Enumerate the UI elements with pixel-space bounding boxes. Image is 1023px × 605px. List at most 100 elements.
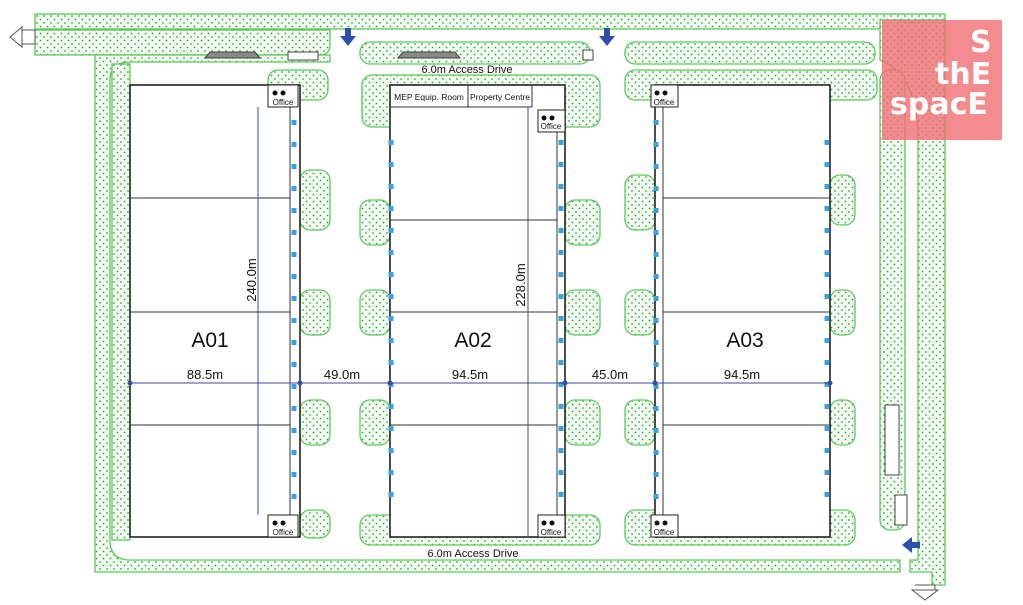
dimension-gap-2: 45.0m (592, 367, 628, 382)
dock-door-marker (558, 294, 564, 299)
dock-door-marker (388, 162, 394, 167)
dock-door-marker (291, 208, 297, 213)
dock-door-marker (291, 142, 297, 147)
dock-door-marker (558, 316, 564, 321)
dock-door-marker (291, 120, 297, 125)
dock-door-marker (388, 448, 394, 453)
dock-door-marker (653, 274, 659, 279)
office-label: Office (654, 98, 675, 107)
dock-door-marker (291, 406, 297, 411)
mep-room-label: MEP Equip. Room (394, 92, 464, 102)
dock-door-marker (824, 470, 830, 475)
dock-door-marker (388, 272, 394, 277)
dock-door-marker (558, 470, 564, 475)
dock-door-marker (653, 450, 659, 455)
logo-text: spacE (890, 87, 988, 122)
dock-door-marker (824, 382, 830, 387)
dock-door-marker (291, 274, 297, 279)
dock-door-marker (653, 142, 659, 147)
dock-door-marker (291, 362, 297, 367)
dock-door-marker (824, 338, 830, 343)
dock-door-marker (558, 448, 564, 453)
dock-door-marker (388, 316, 394, 321)
offices (267, 84, 679, 538)
dock-door-marker (291, 340, 297, 345)
office-label: Office (273, 528, 294, 537)
dock-door-marker (388, 492, 394, 497)
building-label-a02: A02 (454, 329, 491, 352)
dock-door-marker (558, 184, 564, 189)
dock-door-marker (824, 448, 830, 453)
dock-door-marker (388, 294, 394, 299)
dock-door-marker (653, 296, 659, 301)
dimension-width-a01: 88.5m (187, 367, 223, 382)
dock-door-marker (824, 140, 830, 145)
dock-door-marker (824, 250, 830, 255)
dock-door-marker (653, 472, 659, 477)
dimension-width-a02: 94.5m (452, 367, 488, 382)
dock-door-marker (388, 338, 394, 343)
dock-door-marker (653, 230, 659, 235)
dock-door-marker (558, 426, 564, 431)
exit-arrow-icon (910, 584, 940, 601)
dock-door-marker (653, 120, 659, 125)
access-drive-label: 6.0m Access Drive (421, 64, 512, 76)
office-label: Office (273, 98, 294, 107)
dock-door-marker (388, 404, 394, 409)
dock-door-marker (388, 426, 394, 431)
dock-door-marker (824, 404, 830, 409)
dock-door-marker (558, 228, 564, 233)
dimension-width-a03: 94.5m (724, 367, 760, 382)
dock-door-marker (388, 228, 394, 233)
dock-door-marker (558, 250, 564, 255)
building-label-a03: A03 (726, 329, 763, 352)
dock-door-marker (291, 252, 297, 257)
dock-door-marker (653, 186, 659, 191)
dock-door-marker (388, 206, 394, 211)
doors (291, 120, 830, 499)
office-label: Office (541, 528, 562, 537)
dock-door-marker (824, 162, 830, 167)
dock-door-marker (653, 384, 659, 389)
dock-door-marker (291, 472, 297, 477)
dock-door-marker (653, 406, 659, 411)
dock-door-marker (653, 208, 659, 213)
dock-door-marker (653, 318, 659, 323)
dock-door-marker (653, 428, 659, 433)
dock-door-marker (824, 206, 830, 211)
dock-door-marker (824, 272, 830, 277)
gates (203, 49, 908, 526)
dimension-length-a01: 240.0m (244, 258, 259, 301)
dock-door-marker (291, 450, 297, 455)
dock-door-marker (388, 140, 394, 145)
buildings (129, 84, 831, 538)
dock-door-marker (388, 184, 394, 189)
dock-door-marker (558, 404, 564, 409)
the-space-logo: S thE spacE (882, 20, 1002, 140)
traffic-arrows (340, 28, 920, 553)
dock-door-marker (824, 184, 830, 189)
dock-door-marker (653, 164, 659, 169)
dimension-gap-1: 49.0m (324, 367, 360, 382)
dimension-lines (127, 107, 833, 537)
dock-door-marker (558, 360, 564, 365)
logo-text: S (970, 25, 992, 60)
dock-door-marker (291, 296, 297, 301)
dock-door-marker (558, 272, 564, 277)
exit-arrow-icon (9, 25, 36, 49)
office-label: Office (654, 528, 675, 537)
dock-door-marker (653, 362, 659, 367)
office-dots (272, 90, 668, 526)
dock-door-marker (824, 360, 830, 365)
dock-door-marker (558, 382, 564, 387)
dimension-length-a02: 228.0m (513, 263, 528, 306)
dock-door-marker (291, 318, 297, 323)
dock-door-marker (558, 140, 564, 145)
dock-door-marker (291, 384, 297, 389)
dock-door-marker (388, 360, 394, 365)
office-label: Office (541, 122, 562, 131)
dock-door-marker (653, 252, 659, 257)
dock-door-marker (653, 340, 659, 345)
